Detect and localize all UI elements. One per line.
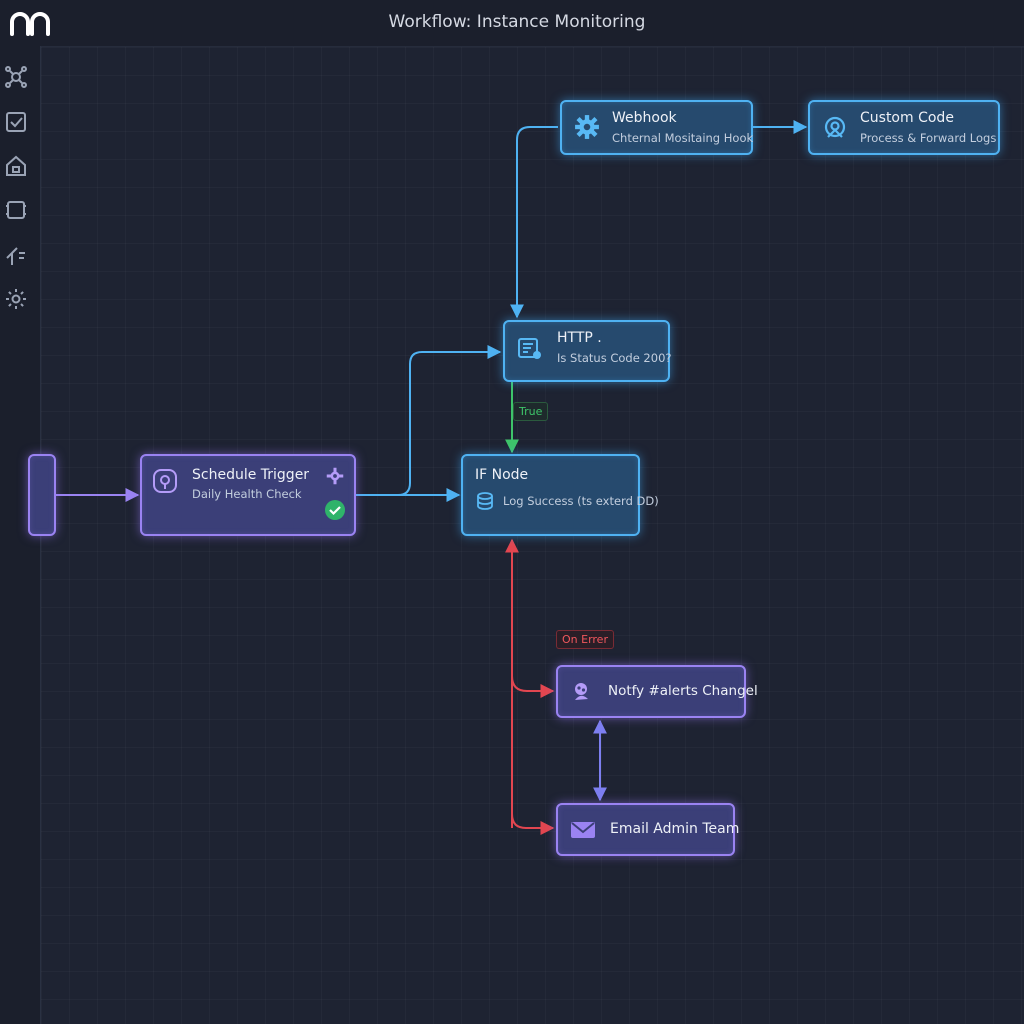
node-notify-slack[interactable]: Notfy #alerts Changel — [556, 665, 758, 718]
mail-icon — [571, 822, 595, 838]
node-subtitle: Chternal Mositaing Hook — [612, 131, 754, 145]
node-title: Schedule Trigger — [192, 467, 310, 483]
node-subtitle: Process & Forward Logs — [860, 131, 997, 145]
node-email-admin[interactable]: Email Admin Team — [556, 803, 739, 856]
connection-schedule-to-http — [356, 345, 502, 496]
n8n-logo-icon[interactable] — [8, 10, 54, 36]
node-title: IF Node — [475, 467, 529, 483]
node-title: Notfy #alerts Changel — [608, 683, 758, 699]
branch-icon[interactable] — [4, 243, 28, 267]
offscreen-start-node[interactable] — [28, 454, 56, 536]
database-icon — [477, 492, 493, 510]
gear-icon — [575, 115, 599, 139]
node-custom-code[interactable]: Custom Code Process & Forward Logs — [808, 100, 1000, 155]
success-check-icon — [325, 500, 345, 520]
frame-icon[interactable] — [4, 198, 28, 222]
node-if[interactable]: IF Node Log Success (ts exterd DD) — [461, 454, 659, 536]
node-subtitle: Log Success (ts exterd DD) — [503, 494, 659, 508]
home-lock-icon[interactable] — [4, 154, 28, 178]
node-http-request[interactable]: HTTP . Is Status Code 200? — [503, 320, 672, 382]
node-title: Email Admin Team — [610, 821, 740, 837]
http-request-icon — [518, 338, 541, 359]
workflow-title: Workflow: Instance Monitoring — [388, 12, 646, 32]
top-bar: Workflow: Instance Monitoring — [0, 0, 1024, 47]
connection-webhook-to-http — [510, 126, 558, 319]
connection-error-to-email — [511, 813, 555, 835]
slack-icon — [575, 683, 588, 700]
node-title: Webhook — [612, 110, 677, 126]
connection-error-to-notify — [511, 675, 555, 698]
on-error-label: On Errer — [556, 630, 614, 649]
gear-icon[interactable] — [326, 467, 344, 485]
node-title: Custom Code — [860, 110, 954, 126]
node-subtitle: Daily Health Check — [192, 487, 302, 501]
node-title: HTTP . — [557, 330, 602, 346]
node-schedule-trigger[interactable]: Schedule Trigger Daily Health Check — [140, 454, 356, 536]
gear-icon[interactable] — [4, 287, 28, 311]
code-icon — [824, 116, 846, 138]
checkbox-icon[interactable] — [4, 110, 28, 134]
clock-icon — [153, 469, 177, 493]
true-branch-label: True — [513, 402, 549, 421]
nodes-icon[interactable] — [4, 65, 28, 89]
node-webhook[interactable]: Webhook Chternal Mositaing Hook — [560, 100, 753, 155]
node-subtitle: Is Status Code 200? — [557, 351, 672, 365]
